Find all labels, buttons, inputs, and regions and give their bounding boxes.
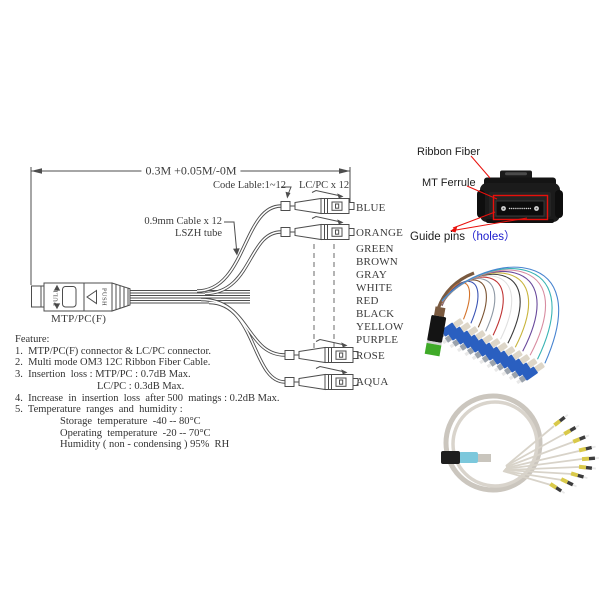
feature-item-1: 1. MTP/PC(F) connector & LC/PC connector… bbox=[15, 345, 211, 357]
mtp-photo-cable-link bbox=[477, 454, 491, 462]
ribbon-cable-drawing bbox=[130, 290, 250, 304]
lc-count-annotation: LC/PC x 12 bbox=[299, 180, 350, 191]
fiber-color-label-orange: ORANGE bbox=[356, 227, 404, 239]
guide-pins-text: Guide pins bbox=[410, 231, 465, 243]
mtp-connector-green-tip bbox=[424, 306, 447, 357]
mt-ferrule-label: MT Ferrule bbox=[422, 177, 476, 189]
lc-connector-rose bbox=[284, 339, 359, 363]
lc-connector-blue bbox=[280, 190, 355, 214]
feature-item-5c: Humidity ( non - condensing ) 95% RH bbox=[60, 439, 230, 451]
mtp-connector-label: MTP/PC(F) bbox=[51, 313, 107, 325]
dimension-label: 0.3M +0.05M/-0M bbox=[141, 163, 241, 179]
holes-text: （holes） bbox=[464, 231, 516, 243]
fiber-color-label-red: RED bbox=[356, 295, 379, 307]
pull-marking: PULL bbox=[52, 288, 60, 306]
lc-connector-aqua bbox=[284, 366, 359, 390]
fiber-color-label-blue: BLUE bbox=[356, 202, 386, 214]
code-label-annotation: Code Lable:1~12 bbox=[213, 180, 287, 191]
feature-item-2: 2. Multi mode OM3 12C Ribbon Fiber Cable… bbox=[15, 357, 211, 369]
red-annotations bbox=[450, 155, 549, 233]
fiber-color-label-rose: ROSE bbox=[356, 350, 385, 362]
cable-annotation-line2: LSZH tube bbox=[175, 227, 222, 239]
fiber-color-label-aqua: AQUA bbox=[356, 376, 389, 388]
lc-connector-orange bbox=[280, 216, 355, 240]
feature-item-5b: Operating temperature -20 -- 70°C bbox=[60, 427, 211, 439]
mtp-lc-harness-photo bbox=[424, 266, 560, 385]
fiber-color-label-yellow: YELLOW bbox=[356, 321, 404, 333]
fiber-color-label-black: BLACK bbox=[356, 308, 395, 320]
lc-connector-row-photo bbox=[434, 318, 545, 385]
mtp-photo-black-body bbox=[441, 451, 460, 464]
ribbon-fiber-label: Ribbon Fiber bbox=[417, 146, 480, 158]
feature-list: Feature: 1. MTP/PC(F) connector & LC/PC … bbox=[15, 334, 280, 451]
feature-item-5: 5. Temperature ranges and humidity : bbox=[15, 404, 183, 416]
feature-item-5a: Storage temperature -40 -- 80°C bbox=[60, 415, 201, 427]
fiber-color-label-purple: PURPLE bbox=[356, 334, 399, 346]
feature-item-3b: LC/PC : 0.3dB Max. bbox=[97, 380, 185, 392]
mtp-connector-drawing bbox=[31, 282, 131, 312]
feature-item-4: 4. Increase in insertion loss after 500 … bbox=[15, 392, 280, 404]
cable-annotation-line1: 0.9mm Cable x 12 bbox=[144, 216, 222, 227]
fiber-color-label-gray: GRAY bbox=[356, 269, 387, 281]
fiber-color-label-white: WHITE bbox=[356, 282, 393, 294]
mtp-connector-photo bbox=[477, 170, 563, 223]
push-marking: PUSH bbox=[100, 287, 108, 307]
coiled-harness-photo bbox=[441, 393, 600, 494]
mtp-photo-aqua-boot bbox=[459, 452, 478, 463]
fanout-cables bbox=[196, 204, 286, 384]
fiber-color-label-green: GREEN bbox=[356, 243, 394, 255]
guide-pins-label: Guide pins（holes） bbox=[410, 228, 515, 244]
feature-item-3: 3. Insertion loss : MTP/PC : 0.7dB Max. bbox=[15, 369, 191, 381]
fanout-connectors-photo bbox=[549, 414, 600, 494]
fiber-color-label-brown: BROWN bbox=[356, 256, 398, 268]
feature-heading: Feature: bbox=[15, 334, 50, 345]
continuation-dashes bbox=[313, 244, 335, 348]
leader-lines bbox=[224, 186, 292, 256]
